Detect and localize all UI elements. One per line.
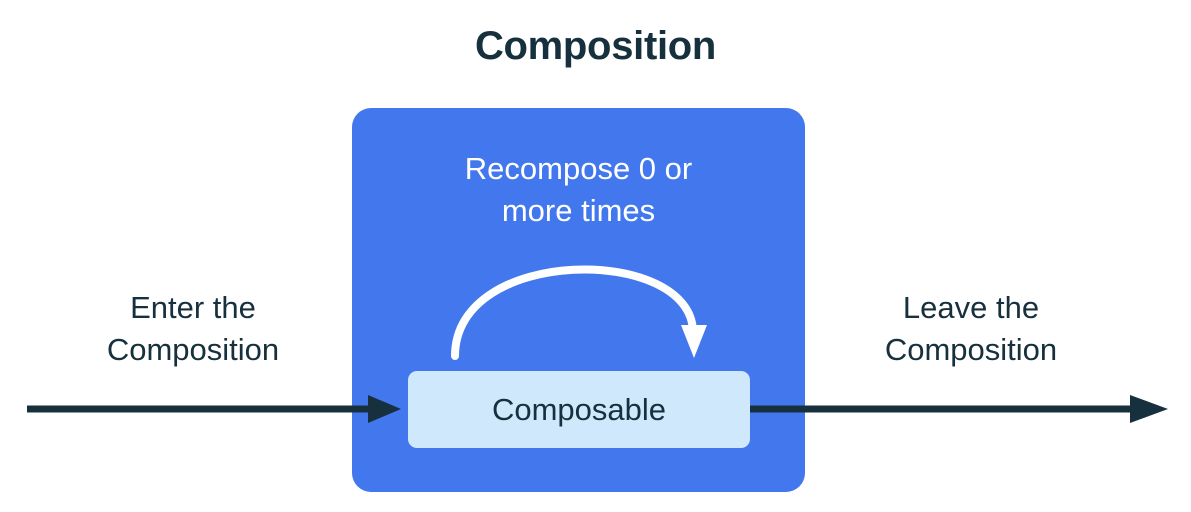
- composable-box: Composable: [408, 371, 750, 448]
- leave-composition-arrow: [750, 395, 1168, 423]
- leave-composition-label-line-2: Composition: [884, 332, 1058, 367]
- recompose-label-line-1: Recompose 0 or: [464, 151, 693, 186]
- enter-composition-label: Enter the Composition: [34, 287, 352, 371]
- leave-composition-label-line-1: Leave the: [902, 290, 1040, 325]
- page-title: Composition: [474, 24, 717, 68]
- leave-arrow-head: [1130, 395, 1168, 423]
- leave-composition-label: Leave the Composition: [806, 287, 1136, 371]
- enter-composition-label-line-1: Enter the: [130, 290, 256, 325]
- recompose-label-line-2: more times: [501, 193, 656, 228]
- enter-composition-arrow: [27, 395, 401, 423]
- composable-label: Composable: [491, 391, 667, 427]
- recompose-label: Recompose 0 or more times: [352, 148, 805, 232]
- enter-composition-label-line-2: Composition: [106, 332, 280, 367]
